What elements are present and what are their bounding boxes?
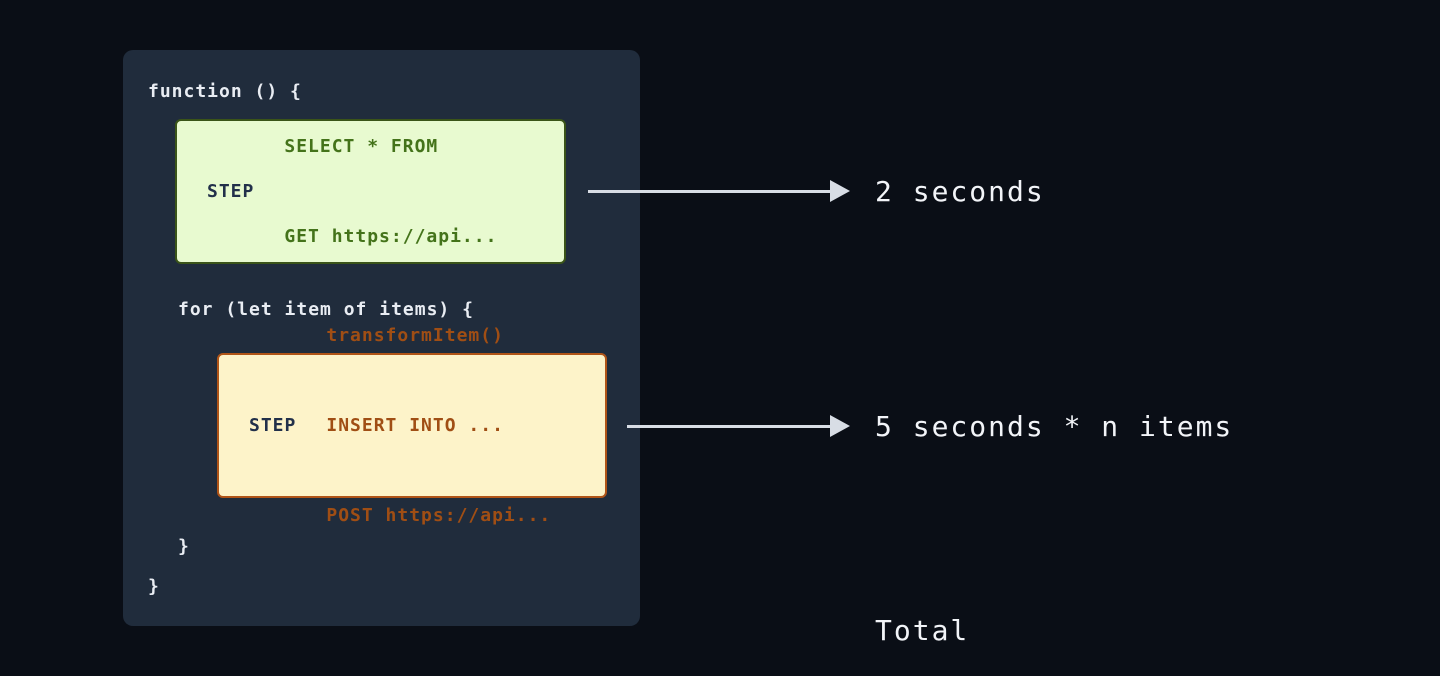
step-code-block: SELECT * FROM GET https://api... [284, 72, 497, 312]
step-label: STEP [207, 181, 255, 202]
arrow-step2-line [627, 425, 834, 428]
duration-label-step1: 2 seconds [875, 175, 1045, 208]
total-summary: Total 100 items = 502 seconds [875, 531, 1309, 676]
duration-label-step2: 5 seconds * n items [875, 410, 1234, 443]
arrow-right-icon [830, 180, 850, 202]
step-box-transform: STEP transformItem() INSERT INTO ... POS… [217, 325, 607, 526]
total-title: Total [875, 614, 970, 647]
code-for-close: } [178, 536, 190, 557]
code-function-open: function () { [148, 81, 302, 102]
step-code-line: GET https://api... [284, 225, 498, 247]
step-code-line: SELECT * FROM [284, 135, 439, 157]
step-code-line: POST https://api... [326, 504, 552, 526]
code-for-open: for (let item of items) { [178, 299, 474, 320]
step-code-block: transformItem() INSERT INTO ... POST htt… [326, 261, 551, 591]
step-code-line: transformItem() [326, 324, 504, 346]
step-label: STEP [249, 415, 297, 436]
arrow-step1-line [588, 190, 834, 193]
arrow-right-icon [830, 415, 850, 437]
code-function-close: } [148, 576, 160, 597]
step-code-line: INSERT INTO ... [326, 414, 504, 436]
step-box-extract: STEP SELECT * FROM GET https://api... [175, 119, 566, 264]
